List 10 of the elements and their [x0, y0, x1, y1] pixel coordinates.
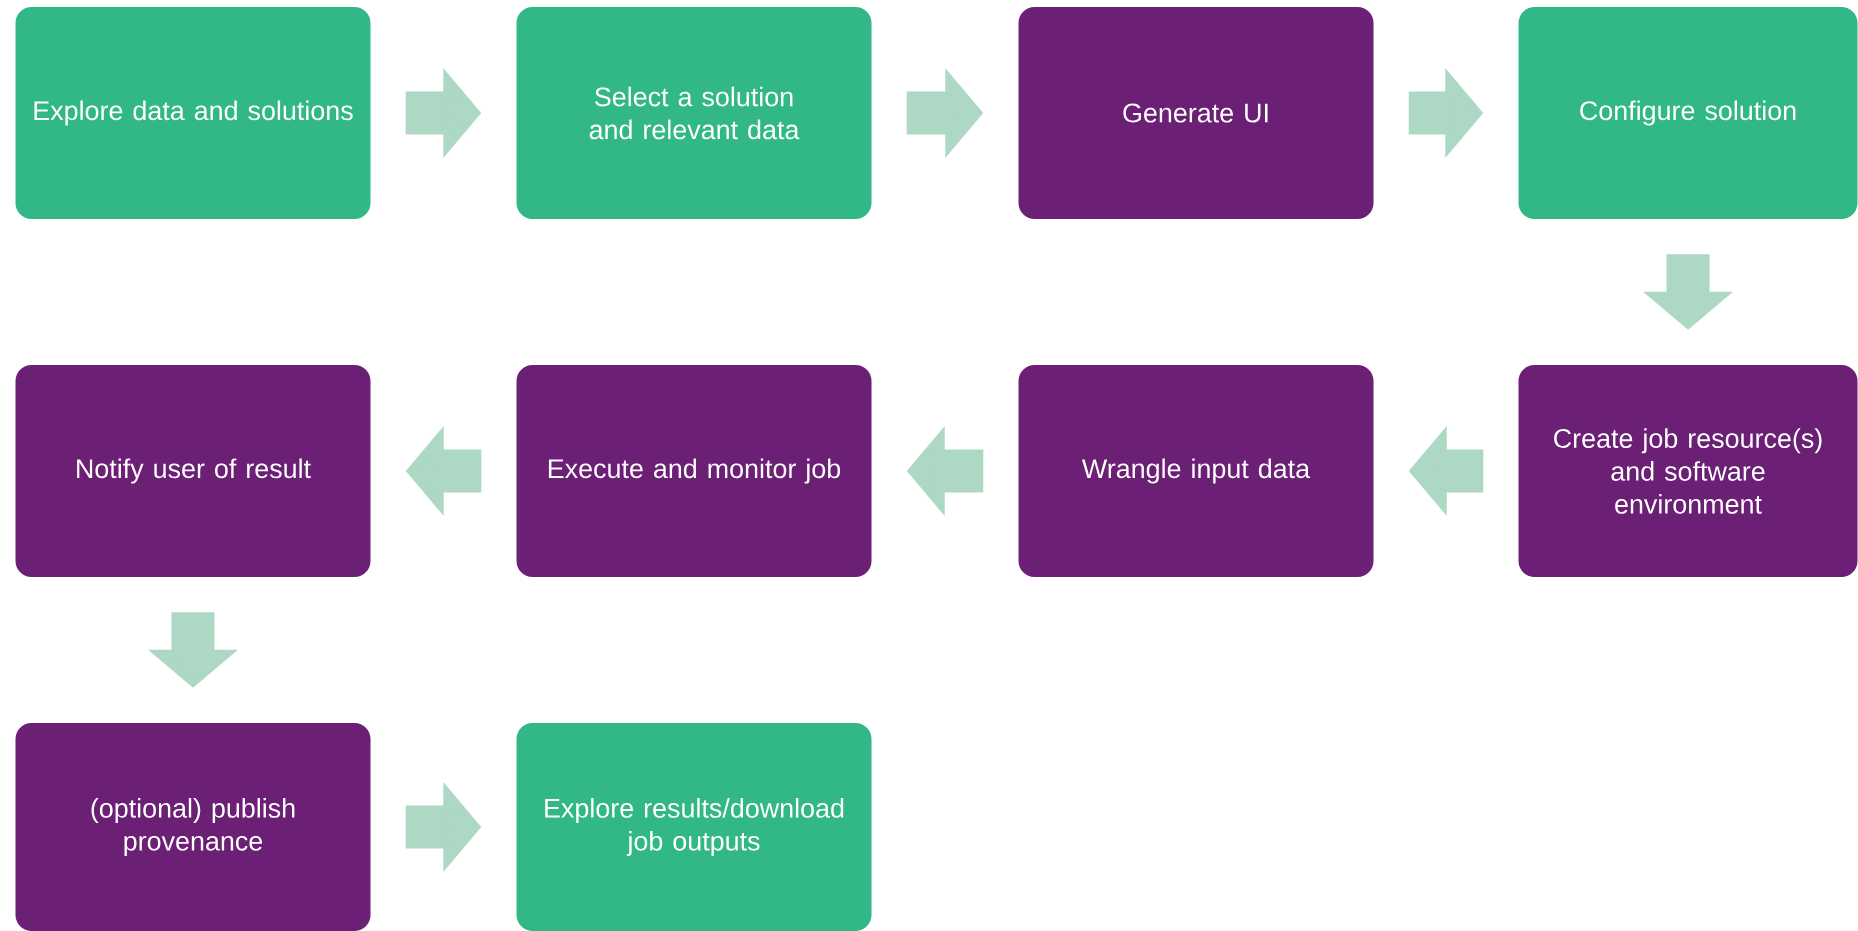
process-box: (optional) publish provenance [15, 723, 371, 931]
process-box: Configure solution [1518, 7, 1858, 219]
process-box: Generate UI [1018, 7, 1374, 219]
process-box: Execute and monitor job [516, 365, 872, 577]
process-box: Notify user of result [15, 365, 371, 577]
process-box: Explore data and solutions [15, 7, 371, 219]
process-box: Wrangle input data [1018, 365, 1374, 577]
process-box: Create job resource(s) and software environment [1518, 365, 1858, 577]
process-box: Select a solution and relevant data [516, 7, 872, 219]
process-box: Explore results/download job outputs [516, 723, 872, 931]
